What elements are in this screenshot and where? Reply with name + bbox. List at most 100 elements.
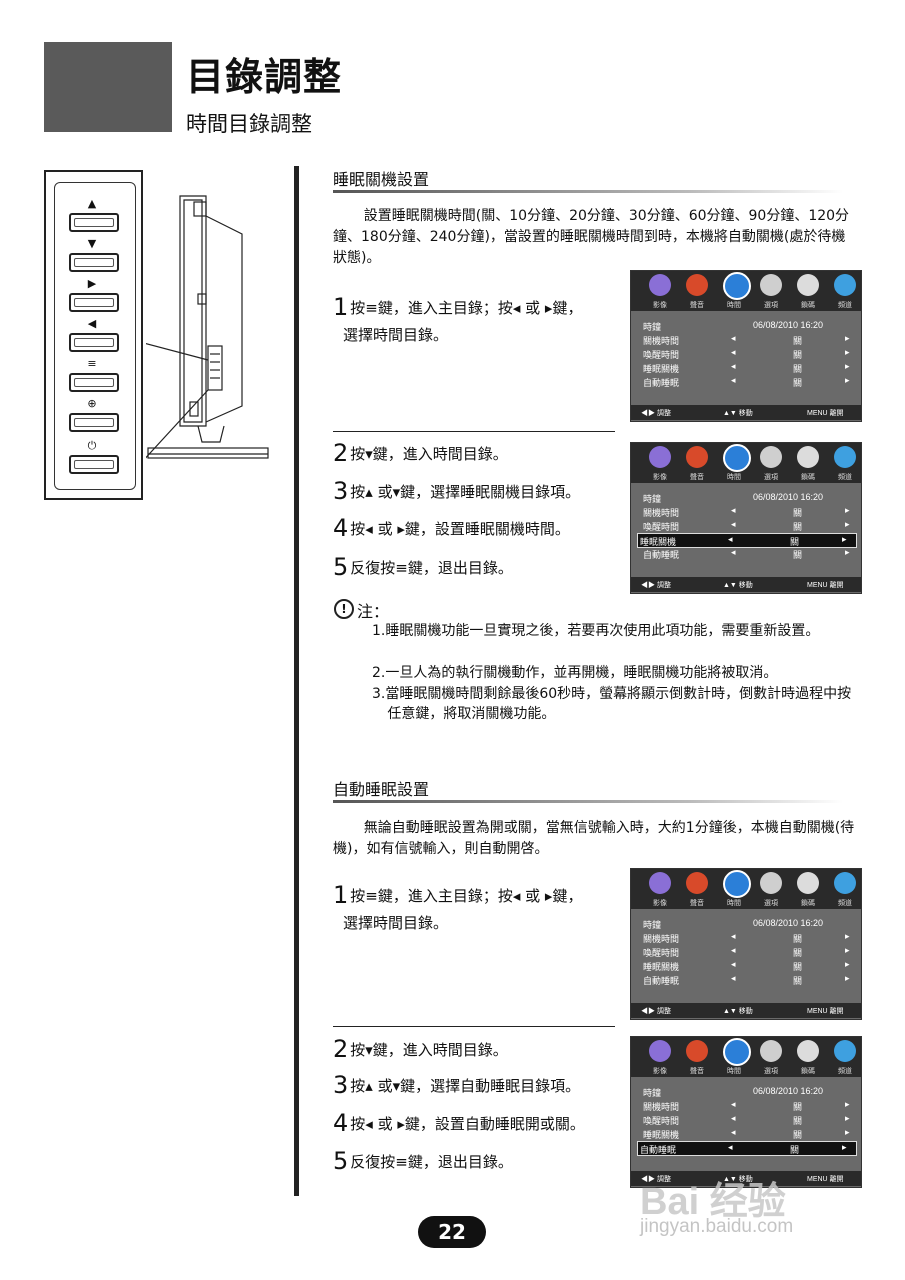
osd-left-arrow-icon: ◂ bbox=[731, 945, 736, 955]
osd-left-arrow-icon: ◂ bbox=[728, 1142, 733, 1152]
osd-tab-label: 頻道 bbox=[838, 302, 852, 309]
osd-clock-value: 06/08/2010 16:20 bbox=[753, 1086, 824, 1096]
osd-left-arrow-icon: ◂ bbox=[728, 534, 733, 544]
osd-footer-adjust: ◀▶ 調整 bbox=[641, 1008, 671, 1015]
step-number: 4 bbox=[333, 514, 349, 542]
picture-icon bbox=[649, 274, 671, 296]
osd-menu-row: 睡眠關機◂關▸ bbox=[641, 1127, 853, 1140]
osd-row-value: 關 bbox=[793, 378, 803, 388]
osd-left-arrow-icon: ◂ bbox=[731, 1099, 736, 1109]
left-icon: ◀ bbox=[87, 317, 97, 330]
osd-right-arrow-icon: ▸ bbox=[845, 519, 850, 529]
osd-row-value: 關 bbox=[793, 976, 803, 986]
osd-row-value: 關 bbox=[793, 364, 803, 374]
sound-icon bbox=[686, 446, 708, 468]
menu-icon: ≡ bbox=[87, 357, 97, 370]
step-text: 按▾鍵，進入時間目錄。 bbox=[350, 1041, 508, 1059]
step-number: 3 bbox=[333, 477, 349, 505]
input-icon: ⊕ bbox=[87, 397, 97, 410]
osd-row-label: 時鐘 bbox=[643, 494, 662, 504]
osd-row-label: 自動睡眠 bbox=[643, 550, 680, 560]
osd-row-value: 關 bbox=[793, 948, 803, 958]
osd-row-label: 睡眠關機 bbox=[643, 962, 680, 972]
options-gear-icon bbox=[760, 274, 782, 296]
baidu-watermark-logo: Bai 经验 bbox=[640, 1181, 786, 1223]
osd-row-value: 關 bbox=[790, 1145, 800, 1155]
osd-tab-label: 鎖碼 bbox=[801, 302, 815, 309]
osd-row-value: 關 bbox=[793, 1116, 803, 1126]
osd-row-value: 關 bbox=[793, 1102, 803, 1112]
osd-footer-adjust: ◀▶ 調整 bbox=[641, 582, 671, 589]
osd-menu-row: 關機時間◂關▸ bbox=[641, 333, 853, 346]
osd-menu-row: 關機時間◂關▸ bbox=[641, 1099, 853, 1112]
osd-menu-row: 喚醒時間◂關▸ bbox=[641, 945, 853, 958]
osd-row-value: 關 bbox=[793, 336, 803, 346]
sound-icon bbox=[686, 274, 708, 296]
osd-menu-row: 自動睡眠◂關▸ bbox=[637, 1141, 857, 1156]
baidu-watermark-url: jingyan.baidu.com bbox=[640, 1216, 794, 1237]
channel-globe-icon bbox=[834, 872, 856, 894]
step-number: 1 bbox=[333, 293, 349, 321]
osd-menu-row: 睡眠關機◂關▸ bbox=[641, 959, 853, 972]
osd-menu-row: 自動睡眠◂關▸ bbox=[641, 547, 853, 560]
osd-tab-label: 聲音 bbox=[690, 900, 704, 907]
osd-right-arrow-icon: ▸ bbox=[842, 534, 847, 544]
osd-menu-row: 喚醒時間◂關▸ bbox=[641, 519, 853, 532]
osd-row-label: 時鐘 bbox=[643, 1088, 662, 1098]
control-panel-illustration: ▲ ▼ ▶ ◀ ≡ ⊕ ⏻ bbox=[44, 170, 143, 500]
osd-footer-move: ▲▼ 移動 bbox=[723, 410, 753, 417]
section1-paragraph: 設置睡眠關機時間(關、10分鐘、20分鐘、30分鐘、60分鐘、90分鐘、120分… bbox=[333, 208, 850, 266]
channel-globe-icon bbox=[834, 274, 856, 296]
options-gear-icon bbox=[760, 872, 782, 894]
section2-rule bbox=[333, 800, 843, 803]
osd-right-arrow-icon: ▸ bbox=[842, 1142, 847, 1152]
panel-button-menu bbox=[69, 373, 119, 392]
clock-icon bbox=[723, 272, 751, 300]
osd-footer-move: ▲▼ 移動 bbox=[723, 1008, 753, 1015]
osd-tab-label: 聲音 bbox=[690, 474, 704, 481]
panel-button-power bbox=[69, 455, 119, 474]
osd-tab-label: 選項 bbox=[764, 302, 778, 309]
osd-footer: ◀▶ 調整 ▲▼ 移動 MENU 離開 bbox=[631, 405, 861, 420]
osd-row-label: 自動睡眠 bbox=[643, 976, 680, 986]
channel-globe-icon bbox=[834, 446, 856, 468]
osd-left-arrow-icon: ◂ bbox=[731, 347, 736, 357]
osd-footer-move: ▲▼ 移動 bbox=[723, 1176, 753, 1183]
osd-tab-label: 鎖碼 bbox=[801, 474, 815, 481]
osd-right-arrow-icon: ▸ bbox=[845, 333, 850, 343]
sound-icon bbox=[686, 1040, 708, 1062]
picture-icon bbox=[649, 446, 671, 468]
note-item-3: 3.當睡眠關機時間剩餘最後60秒時，螢幕將顯示倒數計時，倒數計時過程中按任意鍵，… bbox=[372, 684, 862, 724]
osd-row-label: 關機時間 bbox=[643, 1102, 680, 1112]
channel-globe-icon bbox=[834, 1040, 856, 1062]
osd-left-arrow-icon: ◂ bbox=[731, 333, 736, 343]
lock-icon bbox=[797, 446, 819, 468]
clock-icon bbox=[723, 444, 751, 472]
note-item-1: 1.睡眠關機功能一旦實現之後，若要再次使用此項功能，需要重新設置。 bbox=[372, 621, 862, 641]
page-number: 22 bbox=[418, 1216, 486, 1248]
osd-tab-label: 聲音 bbox=[690, 302, 704, 309]
osd-footer-adjust: ◀▶ 調整 bbox=[641, 410, 671, 417]
osd-footer-adjust: ◀▶ 調整 bbox=[641, 1176, 671, 1183]
page-subtitle: 時間目錄調整 bbox=[186, 112, 312, 136]
osd-footer-exit: MENU 離開 bbox=[807, 410, 844, 417]
osd-tab-label: 影像 bbox=[653, 474, 667, 481]
panel-button-down bbox=[69, 253, 119, 272]
step-text: 按≡鍵，進入主目錄；按◂ 或 ▸鍵， bbox=[350, 887, 583, 905]
osd-row-value: 關 bbox=[793, 934, 803, 944]
osd-left-arrow-icon: ◂ bbox=[731, 519, 736, 529]
panel-button-input bbox=[69, 413, 119, 432]
picture-icon bbox=[649, 1040, 671, 1062]
control-panel-frame: ▲ ▼ ▶ ◀ ≡ ⊕ ⏻ bbox=[54, 182, 136, 490]
